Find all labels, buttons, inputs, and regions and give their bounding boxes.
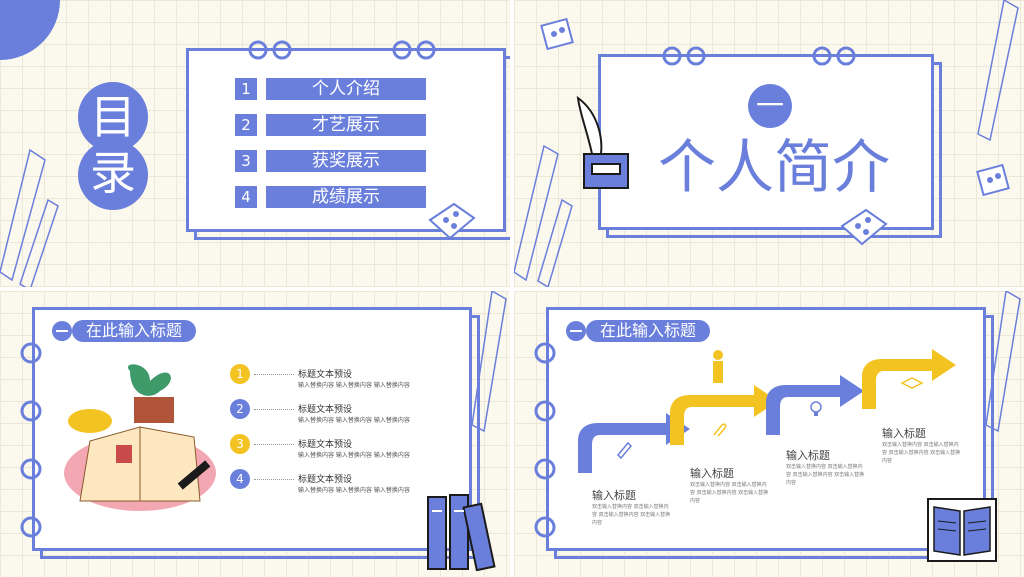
graduation-cap-icon: [900, 377, 924, 389]
pencil-icon: [0, 148, 59, 287]
toc-num-2: 2: [235, 114, 257, 136]
list-item-desc-1: 输入替换内容 输入替换内容 输入替换内容: [298, 382, 410, 389]
toc-title-char-1: 目: [90, 90, 136, 144]
ring-binder-icon: [20, 342, 42, 538]
slide-section[interactable]: 一 个人简介: [514, 0, 1024, 287]
toc-num-4: 4: [235, 186, 257, 208]
open-book-icon: [927, 498, 997, 562]
step-title-3: 输入标题: [786, 449, 830, 462]
section-frame: [598, 54, 934, 230]
toc-title-char-2: 录: [90, 146, 136, 200]
dotted-line: [254, 374, 294, 375]
ink-pot-icon: [576, 95, 629, 189]
section-title: 个人简介: [657, 133, 890, 201]
dotted-line-4: [254, 479, 294, 480]
lightbulb-icon: [810, 401, 822, 416]
toc-item-3[interactable]: 获奖展示: [266, 150, 426, 172]
quote-icon-2: [392, 40, 436, 60]
list-num-4: 4: [230, 469, 250, 489]
section-number: 一: [755, 89, 784, 122]
quote-icon-2: [812, 46, 856, 66]
list-item-title-3: 标题文本预设: [298, 440, 353, 450]
step-desc-4: 双击输入替换内容 双击输入替换内容 双击输入替换内容 双击输入替换内容: [882, 442, 961, 464]
list-num-2: 2: [230, 399, 250, 419]
step-title-2: 输入标题: [690, 467, 734, 480]
toc-item-2[interactable]: 才艺展示: [266, 114, 426, 136]
list-item-title-4: 标题文本预设: [298, 475, 353, 485]
step-title-4: 输入标题: [882, 427, 926, 440]
pencil-icon: [977, 0, 1019, 142]
book-icon-3: [840, 208, 888, 246]
toc-item-1[interactable]: 个人介绍: [266, 78, 426, 100]
pencil-icon-2: [514, 144, 573, 287]
title-circle-2: [78, 140, 148, 210]
heading-dash: [56, 330, 68, 332]
book-icon: [540, 17, 574, 51]
corner-circle: [0, 0, 60, 60]
list-heading: 在此输入标题: [72, 320, 197, 342]
slide-steps[interactable]: 在此输入标题 输入标题 双击输入替换内容 双击输入替换内容 双击输入替换内容 双…: [514, 291, 1024, 577]
section-number-circle: [748, 84, 792, 128]
list-item-title-1: 标题文本预设: [298, 370, 353, 380]
list-item-desc-3: 输入替换内容 输入替换内容 输入替换内容: [298, 452, 410, 459]
list-item-desc-2: 输入替换内容 输入替换内容 输入替换内容: [298, 417, 410, 424]
dotted-line-2: [254, 409, 294, 410]
step-desc-1: 双击输入替换内容 双击输入替换内容 双击输入替换内容 双击输入替换内容: [592, 504, 671, 526]
ring-binder-icon: [534, 342, 556, 538]
list-num-1: 1: [230, 364, 250, 384]
pencil-small-icon: [616, 441, 633, 459]
step-title-1: 输入标题: [592, 489, 636, 502]
list-item-title-2: 标题文本预设: [298, 405, 353, 415]
toc-num-1: 1: [235, 78, 257, 100]
slide-toc[interactable]: 目 录 1 个人介绍 2 才艺展示 3 获奖展示 4 成绩展示: [0, 0, 510, 287]
paperclip-icon: [713, 423, 727, 437]
list-item-desc-4: 输入替换内容 输入替换内容 输入替换内容: [298, 487, 410, 494]
list-num-3: 3: [230, 434, 250, 454]
person-icon: [713, 350, 723, 383]
step-desc-2: 双击输入替换内容 双击输入替换内容 双击输入替换内容 双击输入替换内容: [690, 482, 769, 504]
book-icon: [428, 202, 476, 240]
toc-item-4[interactable]: 成绩展示: [266, 186, 426, 208]
book-illustration-icon: [64, 364, 216, 511]
quote-icon: [662, 46, 706, 66]
book-icon-2: [976, 163, 1010, 197]
books-icon: [427, 494, 496, 571]
steps-heading: 在此输入标题: [586, 320, 711, 342]
step-desc-3: 双击输入替换内容 双击输入替换内容 双击输入替换内容 双击输入替换内容: [786, 464, 865, 486]
slide-list[interactable]: 在此输入标题 1 标题文本预设 输入替换内容 输入替换内容 输入替换内容 2 标…: [0, 291, 510, 577]
dotted-line-3: [254, 444, 294, 445]
heading-dash: [570, 330, 582, 332]
step-arrows: [578, 349, 956, 473]
toc-num-3: 3: [235, 150, 257, 172]
quote-icon: [248, 40, 292, 60]
